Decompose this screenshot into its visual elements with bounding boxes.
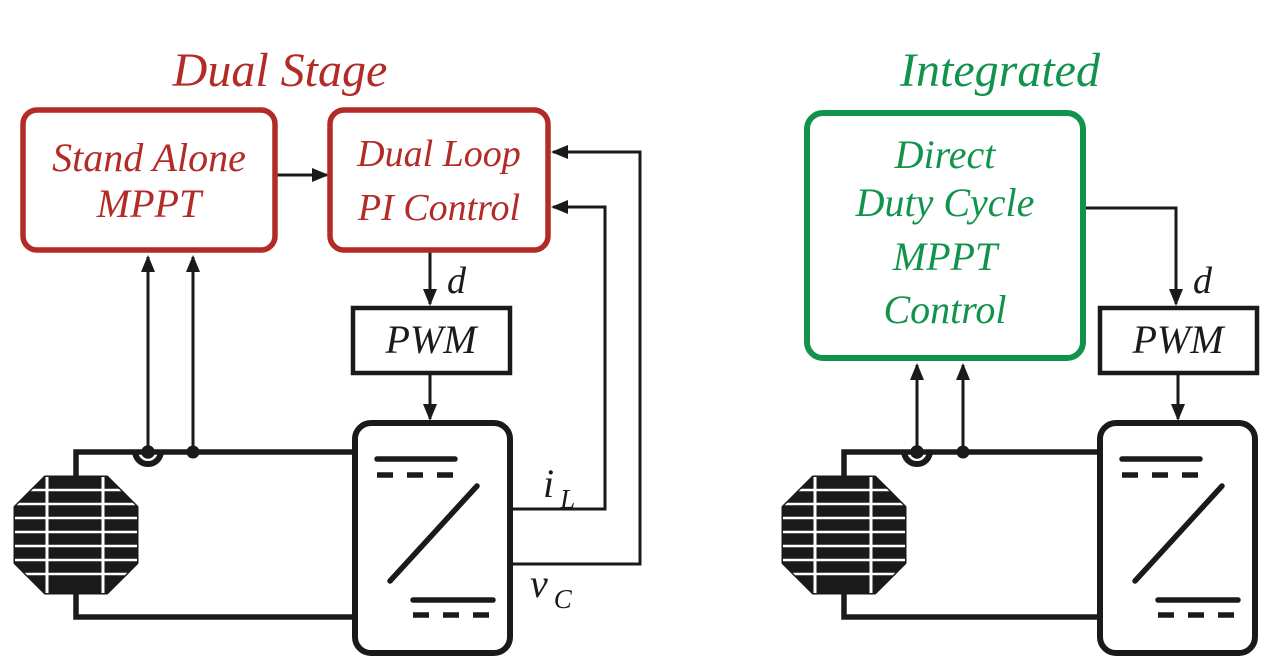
integrated-control-line4: Control xyxy=(884,287,1007,332)
pv-negative-wire-right xyxy=(841,593,1100,620)
dc-dc-converter-icon xyxy=(352,420,513,656)
pi-control-line1: Dual Loop xyxy=(356,133,521,175)
capacitor-voltage-feedback-line xyxy=(510,145,642,566)
pv-negative-wire xyxy=(73,593,355,620)
inductor-current-label: i L xyxy=(543,461,575,514)
inductor-current-feedback-line xyxy=(510,200,607,511)
stand-alone-mppt-box: Stand Alone MPPT xyxy=(20,107,278,253)
dual-stage-section: Dual Stage Stand Alone MPPT Dual Loop PI… xyxy=(13,44,642,656)
dual-loop-pi-control-box: Dual Loop PI Control xyxy=(327,107,551,253)
pv-positive-wire xyxy=(73,449,355,477)
pv-panel-grid xyxy=(15,477,137,593)
integrated-control-line3: MPPT xyxy=(892,234,1000,279)
pv-panel-icon xyxy=(13,475,139,595)
current-sensor-icon xyxy=(132,445,164,467)
direct-duty-cycle-mppt-box: Direct Duty Cycle MPPT Control xyxy=(804,110,1086,361)
integrated-control-line2: Duty Cycle xyxy=(855,180,1035,225)
integrated-title: Integrated xyxy=(899,44,1101,97)
stand-alone-mppt-line2: MPPT xyxy=(96,181,204,226)
integrated-section: Integrated Direct Duty Cycle MPPT Contro… xyxy=(781,44,1260,656)
duty-cycle-label: d xyxy=(447,260,467,302)
pi-control-line2: PI Control xyxy=(357,187,520,229)
pv-panel-grid-right xyxy=(783,477,905,593)
duty-cycle-label-right: d xyxy=(1193,260,1213,302)
duty-cycle-arrow-right xyxy=(1083,206,1183,306)
junction-dot-right xyxy=(956,445,970,459)
pv-panel-icon-right xyxy=(781,475,907,595)
pwm-border-right xyxy=(1097,305,1260,376)
junction-dot xyxy=(186,445,200,459)
dual-stage-title: Dual Stage xyxy=(172,44,388,97)
current-sensor-icon-right xyxy=(901,445,933,467)
pwm-block-right: PWM xyxy=(1097,305,1260,376)
pwm-block: PWM xyxy=(350,305,513,376)
stand-alone-mppt-line1: Stand Alone xyxy=(52,135,246,180)
pi-control-border xyxy=(327,107,551,253)
pwm-label: PWM xyxy=(384,317,479,362)
pwm-border xyxy=(350,305,513,376)
pwm-label-right: PWM xyxy=(1131,317,1226,362)
converter-diagonal-right xyxy=(1132,483,1225,584)
stand-alone-mppt-border xyxy=(20,107,278,253)
capacitor-voltage-label: v C xyxy=(530,561,573,614)
integrated-control-line1: Direct xyxy=(894,132,997,177)
converter-diagonal xyxy=(387,483,480,584)
pv-positive-wire-right xyxy=(841,449,1100,477)
integrated-control-border xyxy=(804,110,1086,361)
dc-dc-converter-icon-right xyxy=(1097,420,1258,656)
